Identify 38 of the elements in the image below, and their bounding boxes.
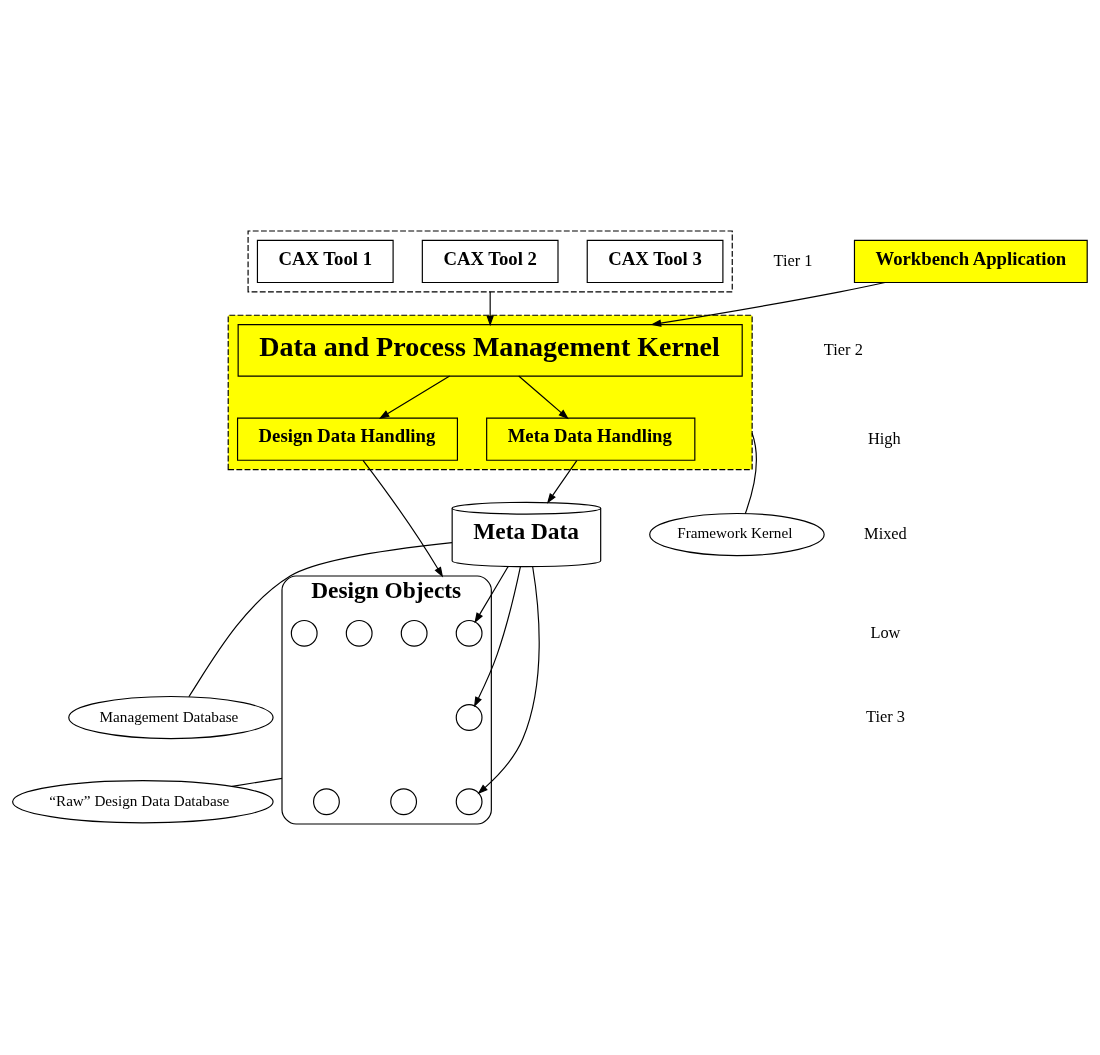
node-ellipse: “Raw” Design Data Database — [12, 780, 274, 824]
node-box: CAX Tool 1 — [256, 239, 394, 284]
label: Tier 2 — [823, 339, 863, 359]
label: Low — [870, 622, 901, 642]
connector — [188, 542, 453, 698]
cluster — [247, 230, 733, 293]
arrow — [378, 375, 451, 419]
arrow — [362, 459, 444, 578]
arrow — [474, 566, 509, 624]
node-box: CAX Tool 2 — [421, 239, 559, 284]
arrow — [518, 375, 569, 420]
node-box: Design Data Handling — [236, 417, 458, 461]
node-ellipse: Management Database — [68, 695, 274, 740]
label: Tier 1 — [773, 250, 813, 270]
label: Mixed — [864, 523, 907, 543]
arrow — [477, 566, 540, 795]
label: Tier 3 — [865, 706, 905, 726]
connector — [744, 432, 757, 515]
node-circle — [455, 619, 483, 647]
node-circle — [313, 788, 340, 816]
arrow — [650, 281, 886, 327]
node-circle — [345, 619, 373, 647]
arrow — [546, 459, 578, 504]
connector — [231, 777, 283, 787]
node-circle — [455, 788, 483, 816]
node-box: CAX Tool 3 — [586, 239, 724, 284]
node-circle — [390, 788, 418, 816]
node-circle — [455, 704, 483, 731]
arrow — [486, 291, 494, 327]
node-box: Meta Data Handling — [486, 417, 696, 461]
label: High — [867, 428, 901, 448]
node-ellipse: Framework Kernel — [649, 512, 825, 557]
cluster: Design Objects — [281, 575, 492, 825]
node-circle — [290, 619, 318, 647]
node-box: Data and Process Management Kernel — [237, 324, 743, 377]
node-circle — [400, 619, 428, 647]
node-box: Workbench Application — [853, 239, 1088, 284]
arrow — [473, 566, 521, 708]
